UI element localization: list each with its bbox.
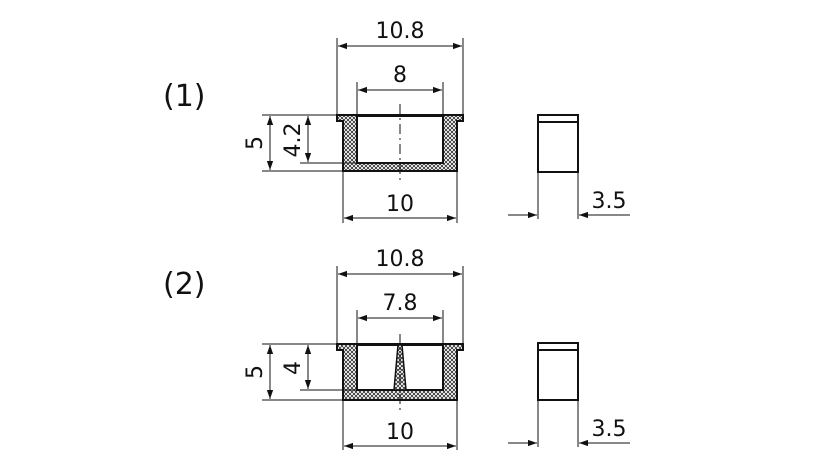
part-1-side-thickness-value: 3.5: [592, 189, 627, 214]
part-1-dim-inner-width: 8: [356, 63, 444, 115]
part-2-dim-height: 5: [243, 343, 342, 401]
part-1-height-value: 5: [243, 136, 268, 150]
part-2-section: [336, 334, 464, 410]
part-1-wall-section: [336, 114, 464, 172]
part-1-outer-width-value: 10.8: [376, 19, 425, 44]
part-2-inner-depth-value: 4: [281, 361, 306, 375]
part-2-side-thickness-value: 3.5: [592, 417, 627, 442]
part-1-dim-base-width: 10: [342, 172, 458, 223]
part-2-outer-width-value: 10.8: [376, 247, 425, 272]
part-2-dim-base-width: 10: [342, 401, 458, 450]
part-2-height-value: 5: [243, 365, 268, 379]
part-2-inner-width-value: 7.8: [383, 291, 418, 316]
part-1-side-view: 3.5: [508, 114, 630, 219]
part-2-side-body: [537, 342, 579, 401]
part-1-dim-inner-depth: 4.2: [281, 116, 356, 164]
part-1-dim-height: 5: [243, 114, 342, 172]
part-2-dim-inner-depth: 4: [281, 345, 356, 391]
part-2-base-width-value: 10: [386, 420, 414, 445]
part-2-wall-section: [336, 343, 464, 401]
part-2-drawing: (2) 10.8 7.8 5: [163, 247, 630, 450]
part-2-center-rib: [393, 344, 407, 391]
part-1-base-width-value: 10: [386, 192, 414, 217]
part-1-label: (1): [163, 79, 206, 114]
part-2-dim-inner-width: 7.8: [356, 291, 444, 344]
part-1-inner-width-value: 8: [393, 63, 407, 88]
part-1-section: [336, 104, 464, 182]
part-1-inner-depth-value: 4.2: [281, 123, 306, 158]
part-1-dim-outer-width: 10.8: [336, 19, 464, 114]
part-1-side-body: [537, 114, 579, 173]
part-2-dim-outer-width: 10.8: [336, 247, 464, 343]
part-2-side-view: 3.5: [508, 342, 630, 447]
part-1-drawing: (1) 10.8 8 5: [163, 19, 630, 223]
part-2-label: (2): [163, 267, 206, 302]
